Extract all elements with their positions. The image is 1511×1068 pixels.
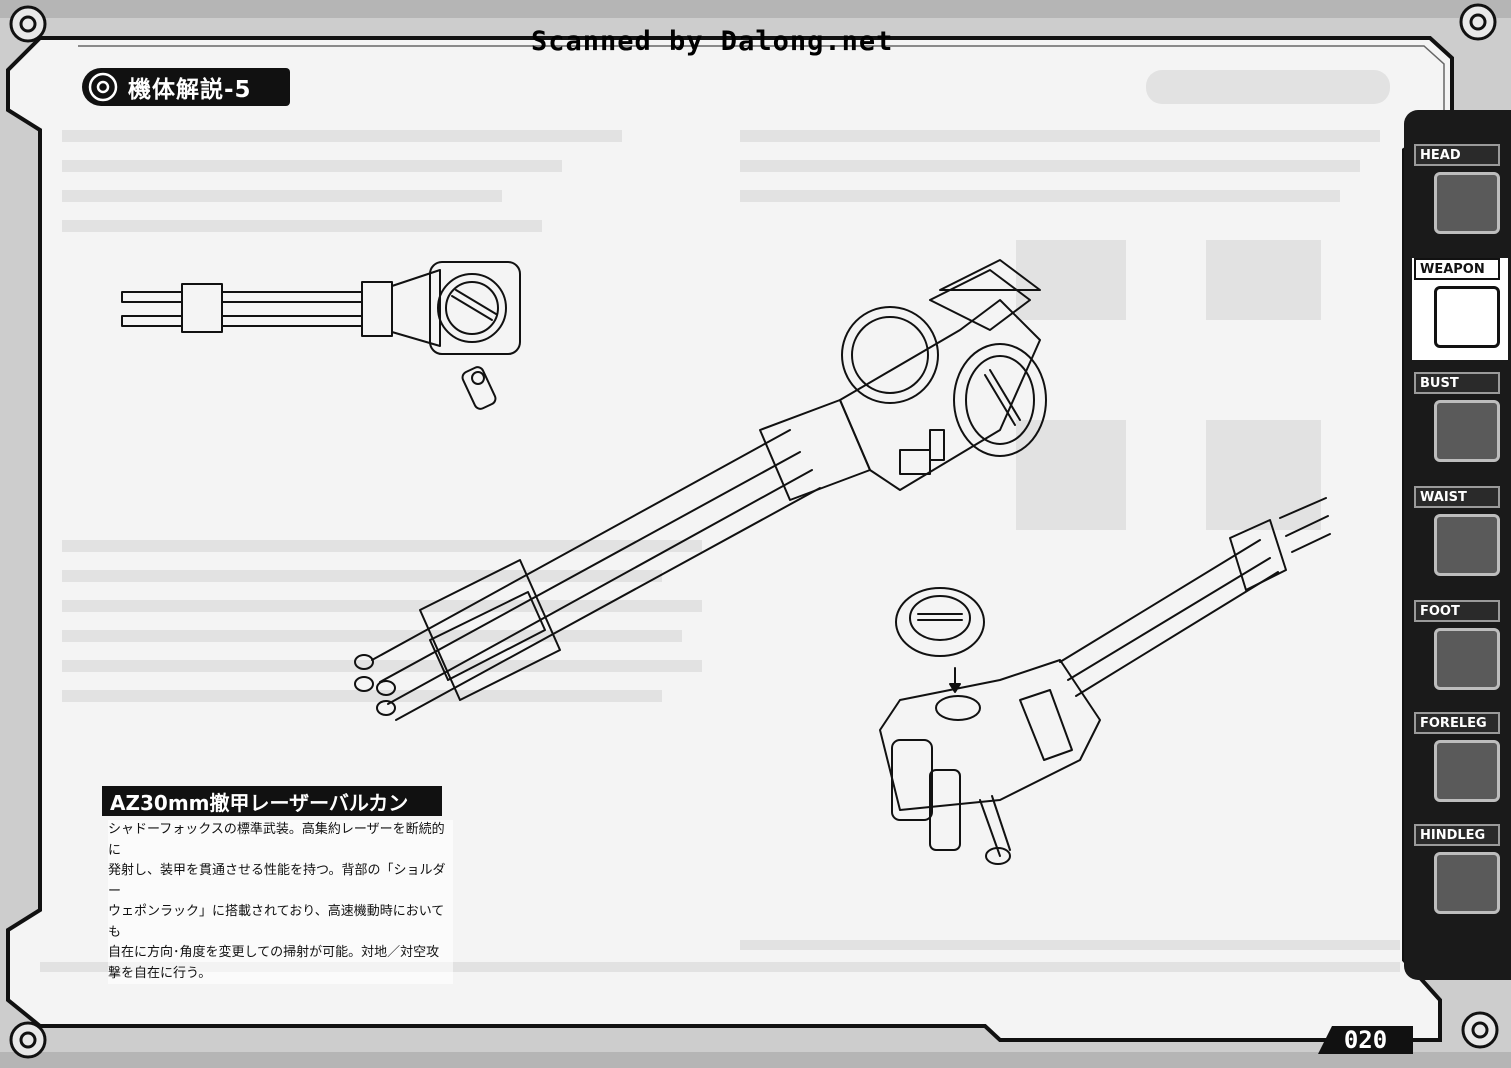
nav-tab-label: FORELEG <box>1414 712 1500 734</box>
page-number: 020 <box>1318 1026 1413 1054</box>
section-title: 機体解説-5 <box>128 77 252 103</box>
nav-tab-weapon[interactable]: WEAPON <box>1412 258 1508 360</box>
nav-tab-label: HEAD <box>1414 144 1500 166</box>
waist-icon <box>1434 514 1500 576</box>
nav-tab-waist[interactable]: WAIST <box>1412 486 1508 588</box>
foot-icon <box>1434 628 1500 690</box>
foreleg-icon <box>1434 740 1500 802</box>
scan-watermark: Scanned by Dalong.net <box>531 26 894 57</box>
description-line: ウェポンラック」に搭載されており、高速機動時においても <box>108 904 445 940</box>
description-line: 発射し、装甲を貫通させる性能を持つ。背部の「ショルダー <box>108 863 446 899</box>
nav-tab-label: HINDLEG <box>1414 824 1500 846</box>
description-line: シャドーフォックスの標準武装。高集約レーザーを断続的に <box>108 822 445 858</box>
nav-tab-head[interactable]: HEAD <box>1412 144 1508 246</box>
exploded-view-drawing <box>879 497 1331 865</box>
section-title-badge: 機体解説-5 <box>82 68 290 106</box>
corner-emblem-bottom-right <box>1461 1011 1499 1049</box>
description-line: 撃を自在に行う。 <box>108 965 212 981</box>
nav-tab-foot[interactable]: FOOT <box>1412 600 1508 702</box>
weapon-icon <box>1434 286 1500 348</box>
description-line: 自在に方向･角度を変更しての掃射が可能。対地／対空攻 <box>108 945 440 960</box>
weapon-name-heading: AZ30mm撤甲レーザーバルカン <box>102 786 442 816</box>
nav-tab-label: BUST <box>1414 372 1500 394</box>
corner-emblem-bottom-left <box>9 1021 47 1059</box>
nav-tab-foreleg[interactable]: FORELEG <box>1412 712 1508 814</box>
head-icon <box>1434 172 1500 234</box>
corner-emblem-top-right <box>1459 3 1497 41</box>
weapon-description: シャドーフォックスの標準武装。高集約レーザーを断続的に 発射し、装甲を貫通させる… <box>108 820 453 984</box>
hindleg-icon <box>1434 852 1500 914</box>
target-emblem-icon <box>88 72 118 102</box>
main-weapon-drawing <box>354 259 1047 721</box>
nav-tab-label: WEAPON <box>1414 258 1500 280</box>
bust-icon <box>1434 400 1500 462</box>
nav-tab-label: FOOT <box>1414 600 1500 622</box>
side-view-drawing <box>121 261 521 410</box>
corner-emblem-top-left <box>9 5 47 43</box>
nav-tab-label: WAIST <box>1414 486 1500 508</box>
nav-tab-bust[interactable]: BUST <box>1412 372 1508 474</box>
nav-tab-hindleg[interactable]: HINDLEG <box>1412 824 1508 926</box>
